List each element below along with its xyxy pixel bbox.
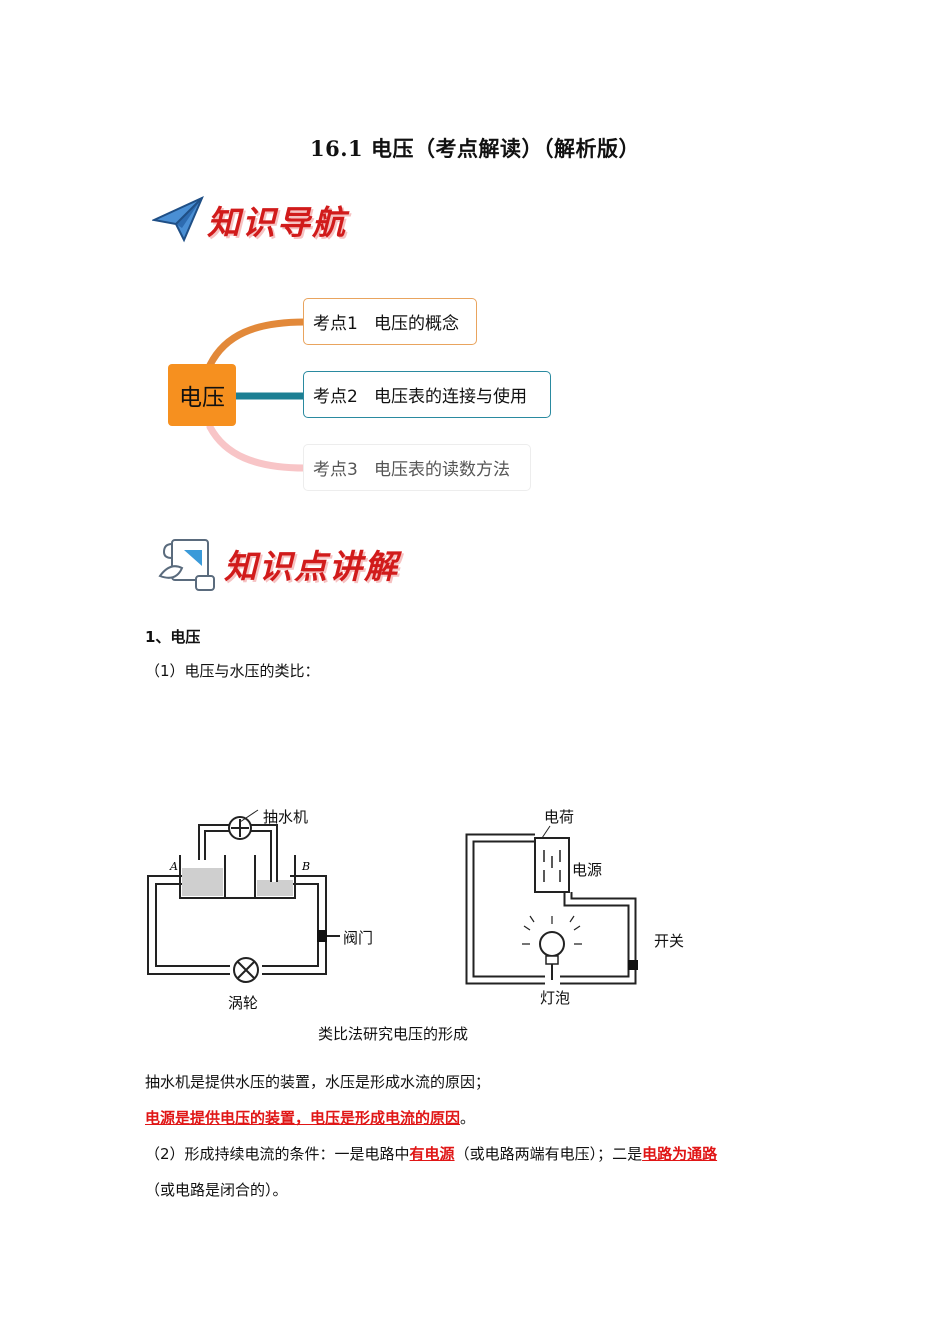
electric-circuit-diagram — [465, 825, 638, 985]
paragraph-closed: （或电路是闭合的）。 — [145, 1181, 288, 1199]
tank-b-label: B — [301, 860, 310, 873]
switch-label: 开关 — [654, 932, 685, 950]
paragraph-water: 抽水机是提供水压的装置，水压是形成水流的原因； — [145, 1073, 491, 1091]
tank-a-label: A — [169, 860, 178, 873]
scroll-quill-icon — [156, 536, 218, 598]
sub-heading-1: （1）电压与水压的类比： — [145, 662, 320, 680]
mindmap-connectors — [206, 318, 309, 472]
pump-label: 抽水机 — [263, 808, 309, 826]
turbine-label: 涡轮 — [228, 994, 259, 1012]
has-power-source: 有电源 — [409, 1145, 455, 1163]
valve-label: 阀门 — [343, 929, 374, 947]
charge-label: 电荷 — [544, 808, 575, 826]
bulb-label: 灯泡 — [540, 989, 571, 1007]
paper-plane-icon — [150, 194, 204, 248]
mindmap-node-2[interactable]: 考点2 电压表的连接与使用 — [303, 371, 551, 418]
water-circuit-diagram: A B — [147, 809, 340, 983]
mindmap-root: 电压 — [168, 364, 236, 426]
section-heading: 1、电压 — [145, 628, 201, 646]
source-label: 电源 — [572, 861, 603, 879]
banner-knowledge-nav: 知识导航 — [207, 203, 347, 242]
paragraph-conditions: （2）形成持续电流的条件：一是电路中有电源（或电路两端有电压）；二是电路为通路 — [145, 1145, 718, 1163]
page-title: 16.1 电压（考点解读）（解析版） — [310, 136, 640, 161]
mindmap-node-3[interactable]: 考点3 电压表的读数方法 — [303, 444, 531, 491]
voltage-definition: 电源是提供电压的装置，电压是形成电流的原因 — [145, 1109, 461, 1127]
mindmap-node-1[interactable]: 考点1 电压的概念 — [303, 298, 477, 345]
figure-caption: 类比法研究电压的形成 — [318, 1025, 469, 1043]
paragraph-voltage: 电源是提供电压的装置，电压是形成电流的原因。 — [145, 1109, 476, 1127]
banner-knowledge-explain: 知识点讲解 — [224, 547, 399, 586]
closed-circuit: 电路为通路 — [642, 1145, 718, 1163]
